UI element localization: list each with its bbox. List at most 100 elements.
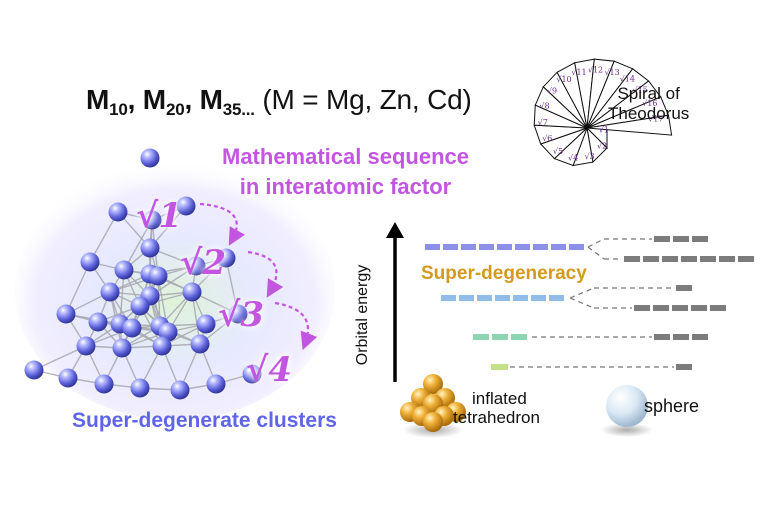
orbital-level [461, 244, 476, 250]
tetrahedral-cluster [24, 148, 262, 400]
orbital-level [654, 236, 670, 242]
atom [148, 266, 168, 286]
sequence-arrows [199, 202, 318, 351]
orbital-level [700, 256, 716, 262]
orbital-level [515, 244, 530, 250]
spiral-label: √2 [597, 142, 607, 151]
atom [56, 304, 76, 324]
atom [228, 304, 248, 324]
atom [140, 238, 160, 258]
orbital-level [533, 244, 548, 250]
gold-atom [423, 412, 443, 432]
atom [94, 374, 114, 394]
arrow-2-3 [247, 250, 284, 298]
cluster-caption: Super-degenerate clusters [72, 409, 337, 432]
atom [242, 364, 262, 384]
atom [112, 338, 132, 358]
arrow-3-4 [274, 301, 318, 351]
root-label-2: √2 [180, 243, 227, 283]
atom [142, 210, 162, 230]
spiral-label: √15 [633, 85, 648, 94]
spiral-label: √5 [553, 147, 563, 156]
atom [100, 282, 120, 302]
atom [170, 380, 190, 400]
orbital-level [676, 364, 692, 370]
spiral-title: Spiral of Theodorus [608, 84, 689, 124]
sequence-label: Mathematical sequence in interatomic fac… [222, 142, 469, 202]
formula-sub2: 20 [165, 100, 185, 119]
atom [176, 196, 196, 216]
correlation-line [569, 287, 595, 299]
atom [108, 202, 128, 222]
cluster-glow [15, 160, 335, 420]
atom [152, 336, 172, 356]
atom [114, 260, 134, 280]
orbital-level [569, 244, 584, 250]
formula-elements: (M = Mg, Zn, Cd) [254, 84, 472, 115]
cluster-atoms [24, 148, 262, 400]
spiral-label: √7 [538, 118, 548, 127]
sphere-label: sphere [644, 396, 700, 416]
correlation-line [569, 297, 595, 309]
correlation-line [587, 246, 605, 260]
spiral-label: √10 [556, 75, 571, 84]
orbital-level [653, 305, 669, 311]
spiral-title-line1: Spiral of [617, 84, 680, 103]
orbital-level [459, 295, 474, 301]
orbital-level [676, 285, 692, 291]
inflated-label: inflated [472, 389, 527, 408]
atom [190, 334, 210, 354]
atom [186, 256, 206, 276]
atom [196, 314, 216, 334]
root-label-3: √3 [218, 295, 265, 335]
energy-axis-arrowhead [386, 222, 404, 238]
spiral-label: √3 [585, 152, 595, 161]
spiral-label: √8 [539, 102, 549, 111]
orbital-level [441, 295, 456, 301]
atom [216, 248, 236, 268]
spiral-label: √16 [642, 99, 657, 108]
spiral-label: √14 [620, 75, 635, 84]
atom [76, 336, 96, 356]
orbital-level [673, 334, 689, 340]
orbital-level [531, 295, 546, 301]
formula-sub3: 35... [222, 100, 255, 119]
orbital-level [497, 244, 512, 250]
orbital-level [692, 236, 708, 242]
spiral-label: √11 [571, 68, 586, 77]
orbital-level [662, 256, 678, 262]
atom [80, 252, 100, 272]
cluster-formula: M10, M20, M35... (M = Mg, Zn, Cd) [86, 84, 472, 120]
formula-m1: M [86, 84, 110, 115]
spiral-label: √1 [599, 125, 609, 134]
spiral-label: √9 [547, 87, 557, 96]
atom [130, 296, 150, 316]
atom [206, 374, 226, 394]
orbital-level [513, 295, 528, 301]
energy-levels [425, 236, 754, 370]
atom [122, 318, 142, 338]
spiral-title-line2: Theodorus [608, 104, 690, 123]
orbital-level [551, 244, 566, 250]
sphere-shadow [601, 423, 653, 437]
orbital-level [624, 256, 640, 262]
formula-sub1: 10 [109, 100, 128, 119]
spiral-label: √4 [568, 154, 578, 163]
root-label-4: √4 [246, 350, 293, 390]
orbital-level [511, 334, 527, 340]
spiral-of-theodorus: √1√2√3√4√5√6√7√8√9√10√11√12√13√14√15√16√… [533, 58, 673, 167]
orbital-level [691, 305, 707, 311]
orbital-level [479, 244, 494, 250]
orbital-level [672, 305, 688, 311]
orbital-level [710, 305, 726, 311]
orbital-level [634, 305, 650, 311]
arrow-1-2 [199, 202, 246, 246]
formula-m2: , M [127, 84, 166, 115]
atom [182, 282, 202, 302]
spiral-label: √13 [604, 68, 619, 77]
superdegeneracy-label: Super-degeneracy [421, 263, 587, 284]
orbital-level [719, 256, 735, 262]
atom [24, 360, 44, 380]
orbital-level [492, 334, 508, 340]
